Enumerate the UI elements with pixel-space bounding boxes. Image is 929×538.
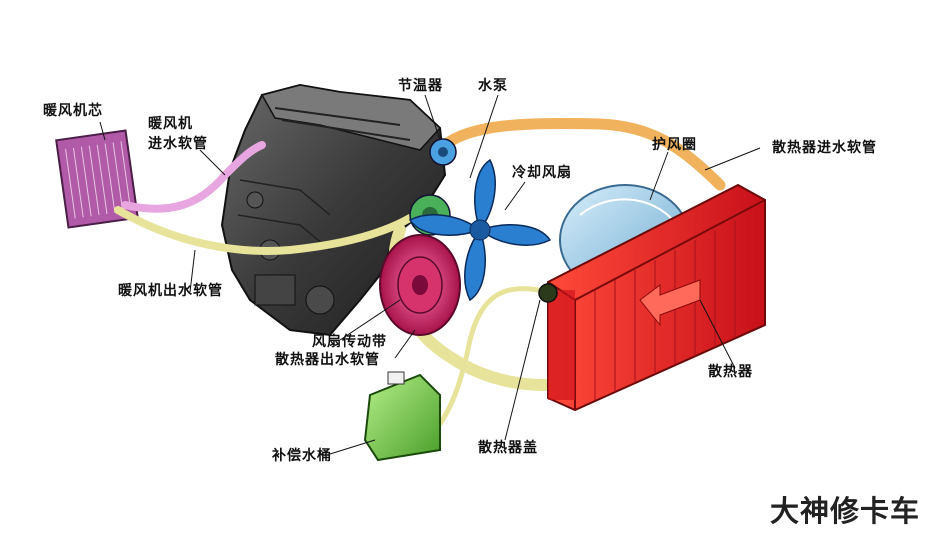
label-thermostat: 节温器 bbox=[398, 78, 443, 94]
cooling-fan bbox=[408, 158, 552, 302]
label-radiator-outlet-hose: 散热器出水软管 bbox=[275, 352, 380, 368]
radiator-inlet-hose bbox=[439, 117, 726, 191]
watermark-logo: 大神修卡车 bbox=[770, 494, 921, 528]
label-radiator: 散热器 bbox=[708, 364, 753, 380]
overflow-hose bbox=[422, 286, 551, 443]
expansion-tank bbox=[363, 371, 441, 462]
label-radiator-inlet-hose: 散热器进水软管 bbox=[772, 140, 877, 156]
label-expansion-tank: 补偿水桶 bbox=[272, 448, 332, 464]
label-radiator-cap: 散热器盖 bbox=[478, 440, 538, 456]
engine-block bbox=[220, 83, 447, 337]
label-cooling-fan: 冷却风扇 bbox=[512, 165, 572, 181]
heater-core bbox=[55, 129, 139, 229]
radiator bbox=[547, 183, 766, 412]
label-heater-outlet-hose: 暖风机出水软管 bbox=[118, 283, 223, 299]
radiator-cap bbox=[538, 283, 558, 303]
heater-outlet-hose bbox=[114, 206, 414, 255]
leader-lines bbox=[99, 94, 761, 455]
fan-belt-pulley bbox=[379, 234, 461, 336]
thermostat bbox=[429, 138, 457, 166]
label-heater-inlet-hose-line2: 进水软管 bbox=[148, 136, 208, 152]
label-heater-core: 暖风机芯 bbox=[43, 103, 103, 119]
label-fan-shroud: 护风圈 bbox=[652, 137, 697, 153]
label-heater-inlet-hose-line1: 暖风机 bbox=[148, 116, 193, 132]
label-fan-belt: 风扇传动带 bbox=[312, 334, 387, 350]
label-water-pump: 水泵 bbox=[478, 78, 508, 94]
heater-inlet-hose bbox=[121, 141, 266, 213]
